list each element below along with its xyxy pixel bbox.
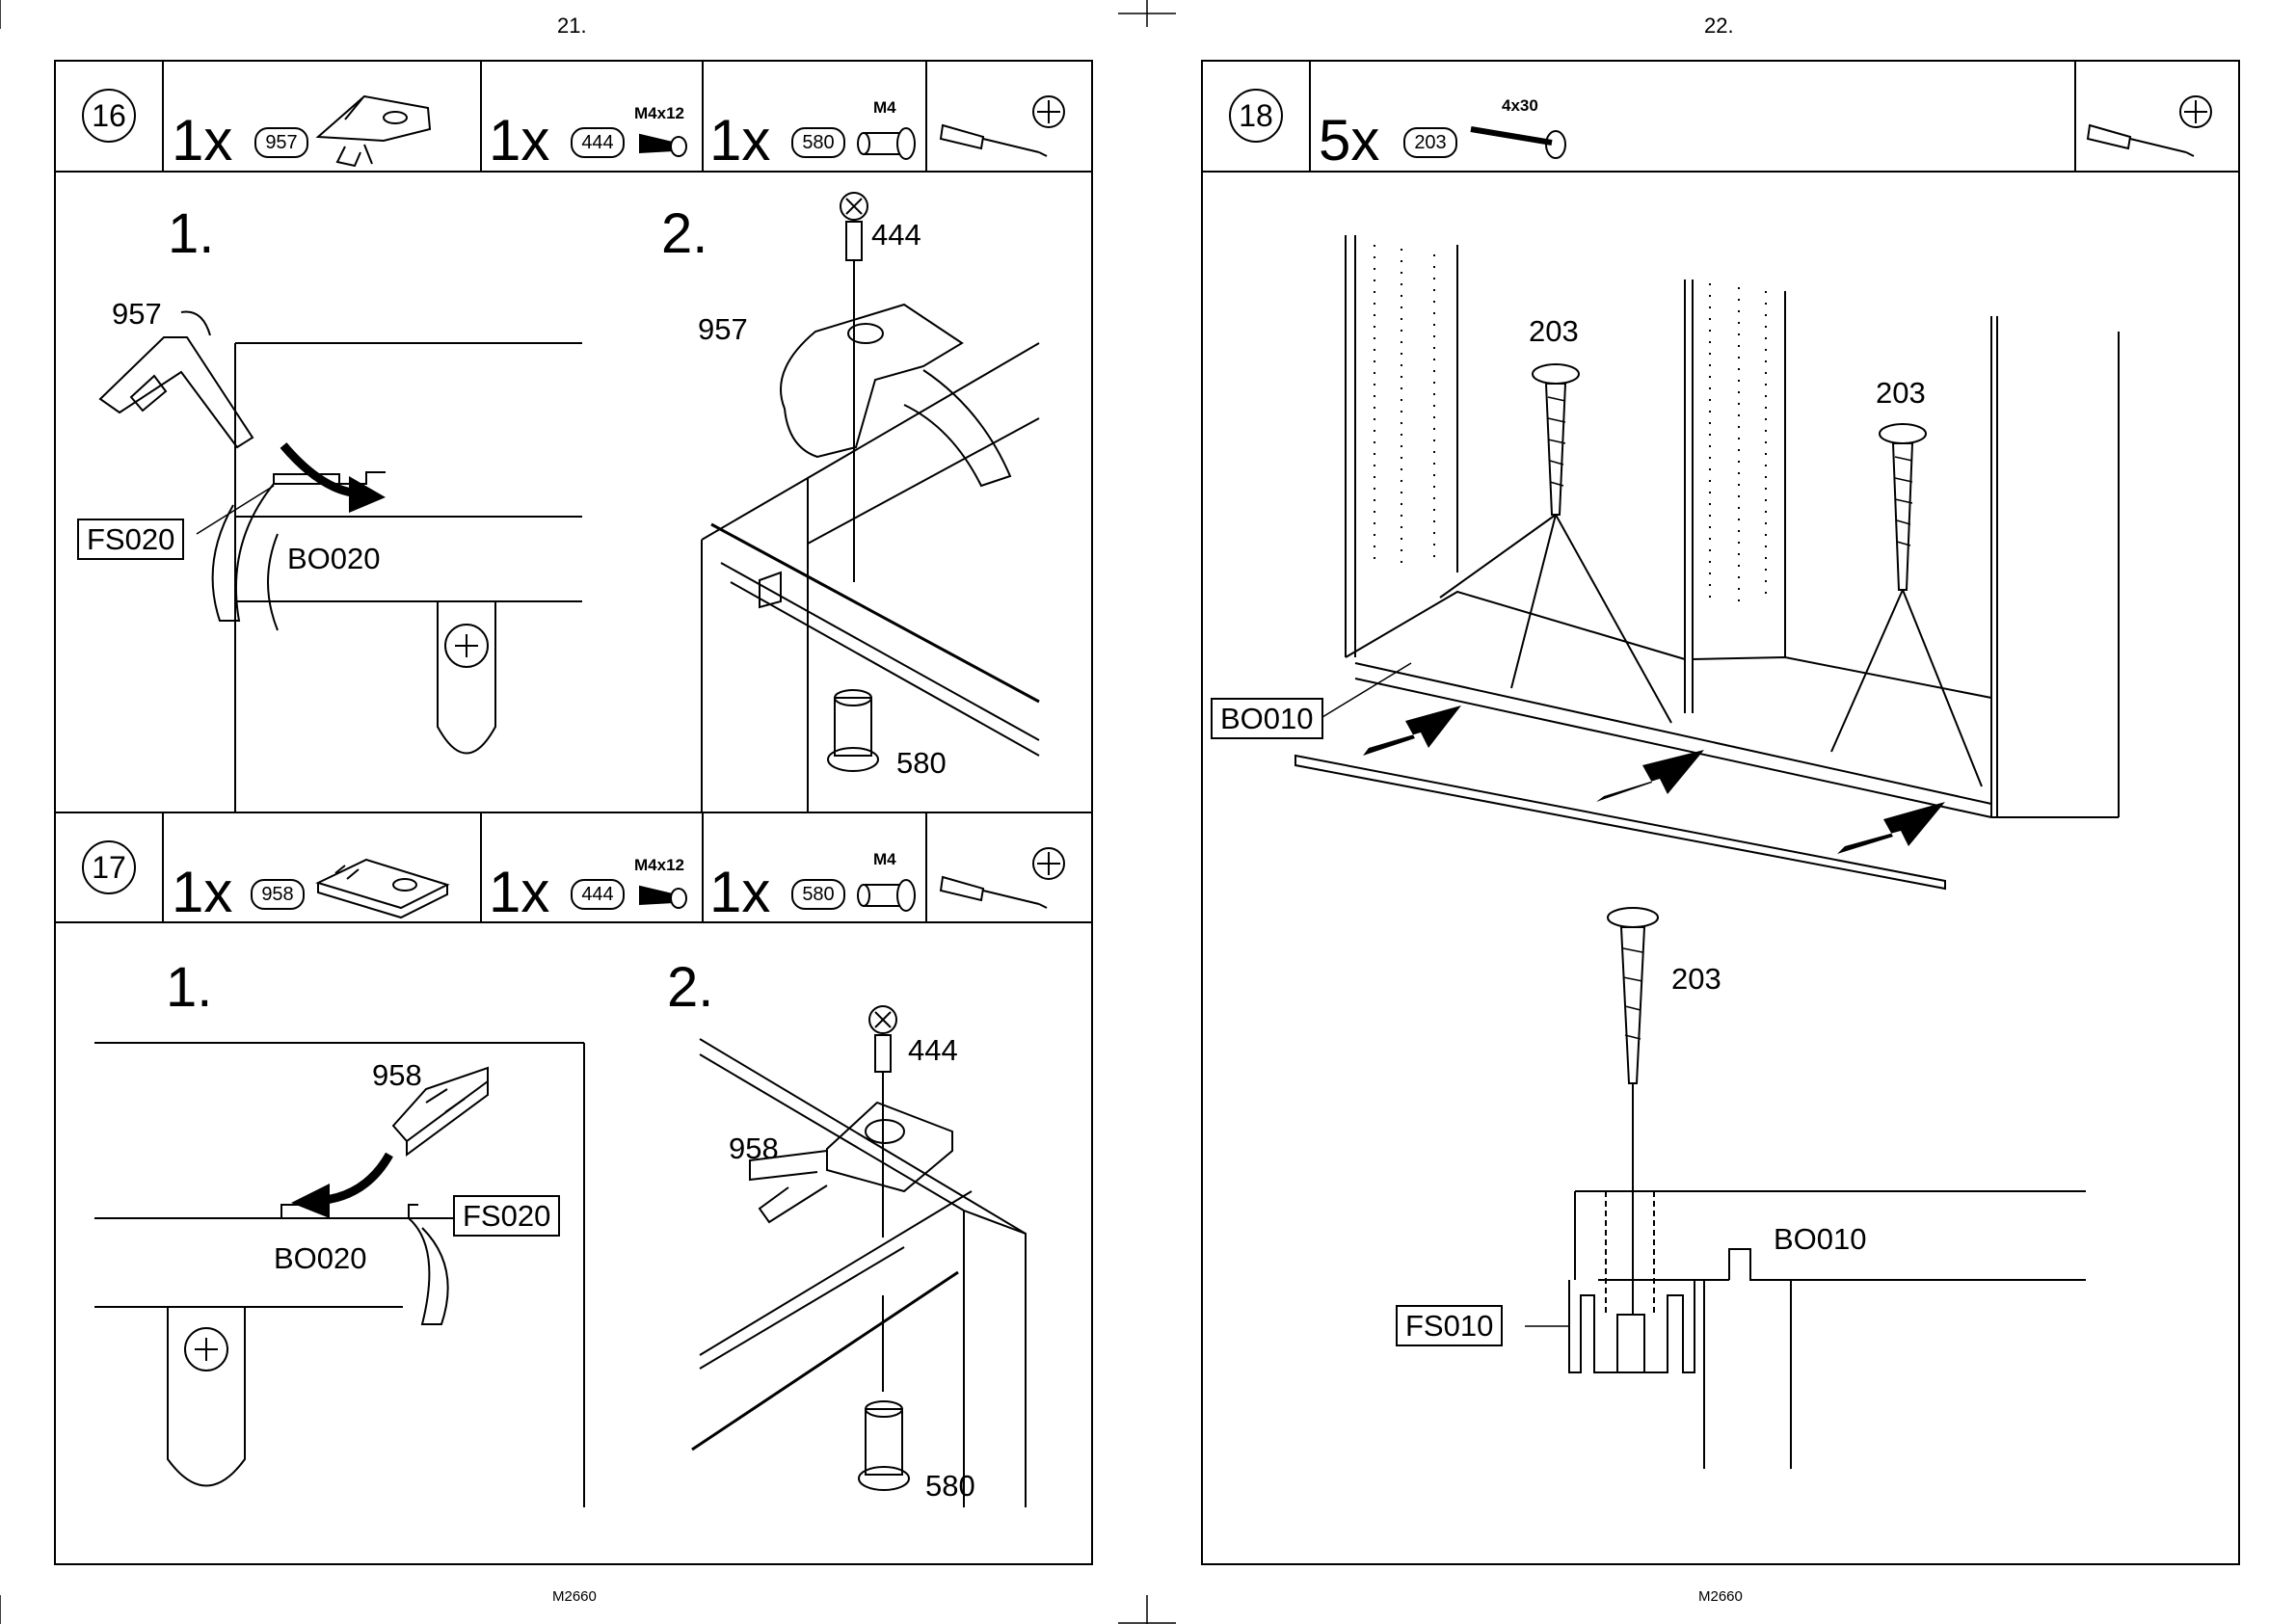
part-code-badge: 444 [571, 879, 625, 910]
step-18-panel: 18 5x 203 4x30 [1201, 60, 2240, 1565]
part-spec: M4x12 [634, 856, 684, 875]
label-clip: 957 [112, 299, 162, 329]
part-spec: M4 [873, 98, 896, 118]
part-code-badge: 580 [791, 127, 845, 158]
label-clip: 958 [372, 1060, 422, 1090]
label-screw-a: 203 [1529, 316, 1579, 346]
part-qty: 1x [709, 112, 770, 170]
part-code-badge: 957 [254, 127, 308, 158]
label-bo-detail: BO010 [1774, 1224, 1867, 1254]
part-qty: 1x [489, 864, 549, 921]
sub-step-1: 1. [168, 206, 214, 262]
label-screw-b: 203 [1876, 378, 1926, 408]
step-18-header: 18 5x 203 4x30 [1203, 62, 2238, 171]
label-fs: FS010 [1396, 1305, 1503, 1346]
part-code-badge: 203 [1403, 127, 1457, 158]
part-qty: 1x [172, 864, 232, 921]
label-clip-2: 957 [698, 314, 748, 344]
label-bo-top: BO010 [1211, 698, 1323, 739]
part-qty: 1x [489, 112, 549, 170]
part-code-badge: 444 [571, 127, 625, 158]
step-17-number: 17 [82, 840, 136, 894]
label-screw: 444 [871, 220, 921, 250]
label-fs: FS020 [77, 519, 184, 560]
label-fs: FS020 [453, 1195, 560, 1237]
part-qty: 1x [172, 112, 232, 170]
part-spec: M4x12 [634, 104, 684, 123]
part-code-badge: 958 [251, 879, 305, 910]
sub-step-1: 1. [166, 960, 212, 1016]
sub-step-2: 2. [661, 206, 707, 262]
step-16-header: 16 1x 957 1x 444 M4x12 1x 580 M4 [56, 62, 1091, 171]
part-code-badge: 580 [791, 879, 845, 910]
label-bo: BO020 [287, 544, 381, 573]
part-qty: 5x [1319, 112, 1379, 170]
step-18-number: 18 [1229, 89, 1283, 143]
label-bolt: 580 [925, 1471, 975, 1501]
label-screw: 444 [908, 1035, 958, 1065]
label-clip-2: 958 [729, 1133, 779, 1163]
label-bolt: 580 [896, 748, 947, 778]
step-17-header: 17 1x 958 1x 444 M4x12 1x 580 M4 [56, 813, 1091, 921]
step-17-panel: 17 1x 958 1x 444 M4x12 1x 580 M4 [54, 812, 1093, 1565]
part-qty: 1x [709, 864, 770, 921]
part-spec: 4x30 [1502, 96, 1538, 116]
label-screw-c: 203 [1671, 964, 1721, 994]
step-18-cabinet-drawing [1203, 62, 1204, 63]
step-16-drawing-2 [56, 62, 57, 63]
step-16-number: 16 [82, 89, 136, 143]
step-16-panel: 16 1x 957 1x 444 M4x12 1x 580 M4 [54, 60, 1093, 813]
label-bo: BO020 [274, 1243, 367, 1273]
step-17-drawing-2 [56, 813, 57, 814]
part-spec: M4 [873, 850, 896, 869]
sub-step-2: 2. [667, 960, 713, 1016]
